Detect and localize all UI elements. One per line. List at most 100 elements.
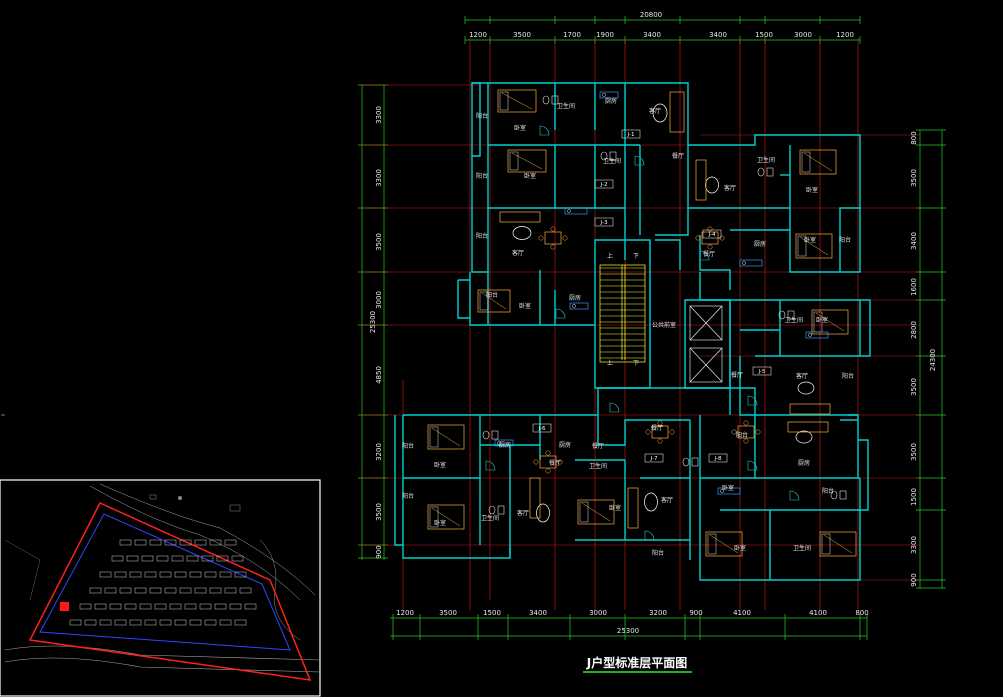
unit-tag: J-4 <box>708 232 716 238</box>
room-label: 卫生间 <box>603 157 621 165</box>
site-building <box>99 571 112 578</box>
top-dim-segment: 3000 <box>794 31 812 39</box>
sofa <box>499 211 541 223</box>
bed-sheet <box>803 152 833 172</box>
site-building <box>164 539 177 546</box>
site-building <box>179 539 192 546</box>
unit-tag: J-7 <box>650 456 658 462</box>
left-dim-segment: 900 <box>375 545 383 558</box>
right-dim-segment: 800 <box>910 131 918 144</box>
door-swing <box>539 125 550 136</box>
site-building <box>109 603 122 610</box>
bottom-dim-segment: 4100 <box>733 609 751 617</box>
chair <box>743 420 749 426</box>
toilet <box>778 310 786 320</box>
stair-treads <box>621 265 626 360</box>
coffee-table <box>644 492 658 512</box>
top-dim-segment: 3500 <box>513 31 531 39</box>
site-building <box>129 619 142 626</box>
room-label: 卧室 <box>434 461 446 469</box>
bed <box>795 233 833 259</box>
room-label: 餐厅 <box>549 459 561 467</box>
site-building-blocks <box>69 539 257 626</box>
site-building <box>234 571 247 578</box>
chair <box>695 235 701 241</box>
site-building <box>114 571 127 578</box>
left-dim-segment: 3000 <box>375 291 383 309</box>
site-building <box>69 619 82 626</box>
bed-sheet <box>823 534 853 554</box>
top-dim-segment: 1900 <box>596 31 614 39</box>
unit-tag: J-2 <box>600 182 608 188</box>
room-label: 阳台 <box>652 549 664 557</box>
top-dim-segment: 1500 <box>755 31 773 39</box>
room-label: 厨房 <box>798 459 810 467</box>
bed-sheet <box>511 152 543 170</box>
right-dim-segment: 3500 <box>910 378 918 396</box>
right-dim-segment: 3400 <box>910 232 918 250</box>
room-label: 餐厅 <box>592 442 604 450</box>
bed <box>577 499 615 525</box>
bed-sheet <box>799 236 829 256</box>
stove-burner <box>572 304 576 308</box>
coffee-table <box>705 176 719 194</box>
site-building <box>229 603 242 610</box>
site-building <box>141 555 154 562</box>
room-label: 客厅 <box>649 107 661 115</box>
kitchen-counter <box>717 487 741 495</box>
site-building <box>174 571 187 578</box>
kitchen-counter <box>739 259 763 267</box>
site-building <box>194 587 207 594</box>
unit-tag: J-8 <box>714 456 722 462</box>
unit-tag-box <box>644 453 664 463</box>
kitchen-counter <box>569 302 589 310</box>
kitchen-counter <box>805 331 829 339</box>
unit-tag: J-3 <box>600 220 608 226</box>
drawing-title: J户型标准层平面图 <box>586 655 687 670</box>
bed-sheet <box>815 312 845 332</box>
site-building <box>239 587 252 594</box>
site-building <box>84 619 97 626</box>
room-label: 客厅 <box>512 249 524 257</box>
site-building <box>156 555 169 562</box>
dimension-lines <box>361 19 943 637</box>
coffee-table <box>512 226 532 240</box>
room-label: 卧室 <box>609 504 621 512</box>
unit-tag-box <box>532 423 552 433</box>
room-label: 阳台 <box>486 291 498 299</box>
site-plan-inset <box>0 479 321 697</box>
room-label: 阳台 <box>822 487 834 495</box>
door-swing <box>609 402 620 413</box>
room-label: 餐厅 <box>651 424 663 432</box>
chair <box>657 438 663 444</box>
bottom-dim-segment: 900 <box>689 609 702 617</box>
site-building <box>214 603 227 610</box>
chair <box>707 244 713 250</box>
right-dim-segment: 2800 <box>910 321 918 339</box>
unit-tag-box <box>621 129 641 139</box>
pillow <box>429 506 439 528</box>
room-label: 卫生间 <box>589 462 607 470</box>
stove-burner <box>720 489 724 493</box>
site-building <box>184 603 197 610</box>
bottom-dim-segment: 3400 <box>529 609 547 617</box>
site-building <box>79 603 92 610</box>
chair <box>533 459 539 465</box>
sofa <box>787 421 829 433</box>
sink <box>691 457 699 467</box>
pillow <box>801 151 811 173</box>
stove-burner <box>742 261 746 265</box>
room-label: 公共前室 <box>652 321 676 329</box>
bed <box>477 289 511 313</box>
site-building <box>201 555 214 562</box>
room-label: 卫生间 <box>557 102 575 110</box>
site-building <box>159 571 172 578</box>
room-label: 阳台 <box>476 172 488 180</box>
bed-sheet <box>431 427 461 447</box>
bottom-dim-segment: 1200 <box>396 609 414 617</box>
stove-burner <box>808 333 812 337</box>
bed <box>427 504 465 530</box>
room-label: 上 <box>607 252 613 260</box>
